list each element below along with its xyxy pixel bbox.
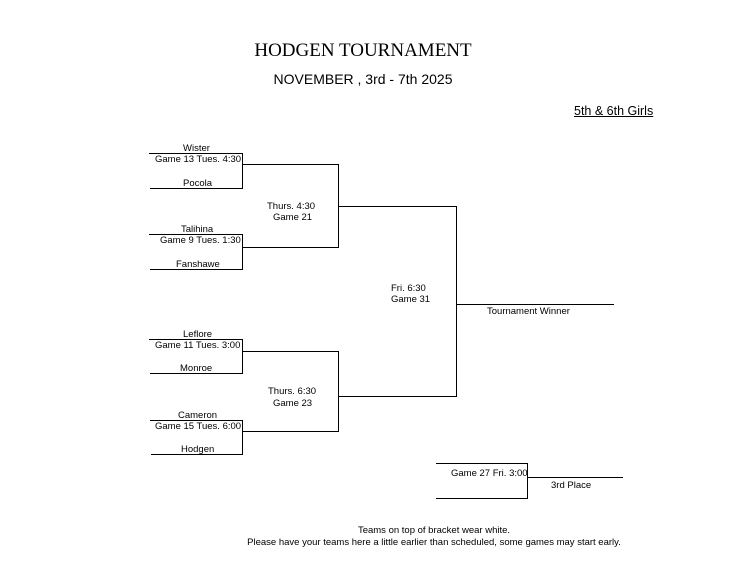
page-title: HODGEN TOURNAMENT	[254, 40, 472, 61]
game-27-label: Game 27 Fri. 3:00	[451, 468, 528, 479]
bracket-line	[242, 420, 244, 455]
game-9-label: Game 9 Tues. 1:30	[160, 235, 241, 246]
team-cameron: Cameron	[178, 410, 218, 421]
game-21-label: Game 21	[273, 212, 313, 223]
game-31-time: Fri. 6:30	[391, 283, 426, 294]
bracket-line	[149, 153, 243, 155]
team-talihina: Talihina	[181, 224, 214, 235]
bracket-line	[149, 339, 243, 341]
game-11-label: Game 11 Tues. 3:00	[155, 340, 241, 351]
bracket-line	[149, 234, 243, 236]
bracket-line	[436, 463, 528, 465]
bracket-line	[242, 339, 244, 374]
bracket-line	[436, 498, 528, 500]
game-13-label: Game 13 Tues. 4:30	[155, 154, 242, 165]
bracket-line	[150, 188, 243, 190]
game-31-label: Game 31	[391, 294, 431, 305]
bracket-line	[242, 164, 339, 166]
bracket-line	[456, 206, 458, 397]
game-23-label: Game 23	[273, 398, 313, 409]
bracket-line	[242, 247, 339, 249]
team-monroe: Monroe	[180, 363, 213, 374]
bracket-line	[242, 431, 339, 433]
bracket-line	[150, 269, 243, 271]
team-fanshawe: Fanshawe	[176, 259, 220, 270]
bracket-line	[338, 396, 457, 398]
third-place-line	[527, 477, 623, 479]
bracket-line	[527, 463, 529, 499]
team-wister: Wister	[183, 143, 210, 154]
winner-line	[457, 304, 614, 306]
footer-note-2: Please have your teams here a little ear…	[247, 537, 621, 548]
footer-note-1: Teams on top of bracket wear white.	[357, 525, 511, 536]
game-15-label: Game 15 Tues. 6:00	[155, 421, 242, 432]
bracket-line	[151, 454, 243, 456]
tournament-dates: NOVEMBER , 3rd - 7th 2025	[273, 71, 453, 87]
bracket-line	[242, 153, 244, 188]
bracket-line	[338, 206, 457, 208]
bracket-line	[150, 373, 243, 375]
team-pocola: Pocola	[183, 178, 213, 189]
bracket-line	[242, 234, 244, 269]
bracket-line	[150, 420, 243, 422]
team-hodgen: Hodgen	[181, 444, 215, 455]
third-place-label: 3rd Place	[551, 480, 592, 491]
game-23-time: Thurs. 6:30	[268, 386, 317, 397]
division-label: 5th & 6th Girls	[574, 104, 654, 118]
team-leflore: Leflore	[183, 329, 213, 340]
bracket-line	[338, 351, 340, 432]
bracket-line	[242, 351, 339, 353]
game-21-time: Thurs. 4:30	[267, 201, 316, 212]
tournament-winner-label: Tournament Winner	[487, 306, 570, 317]
